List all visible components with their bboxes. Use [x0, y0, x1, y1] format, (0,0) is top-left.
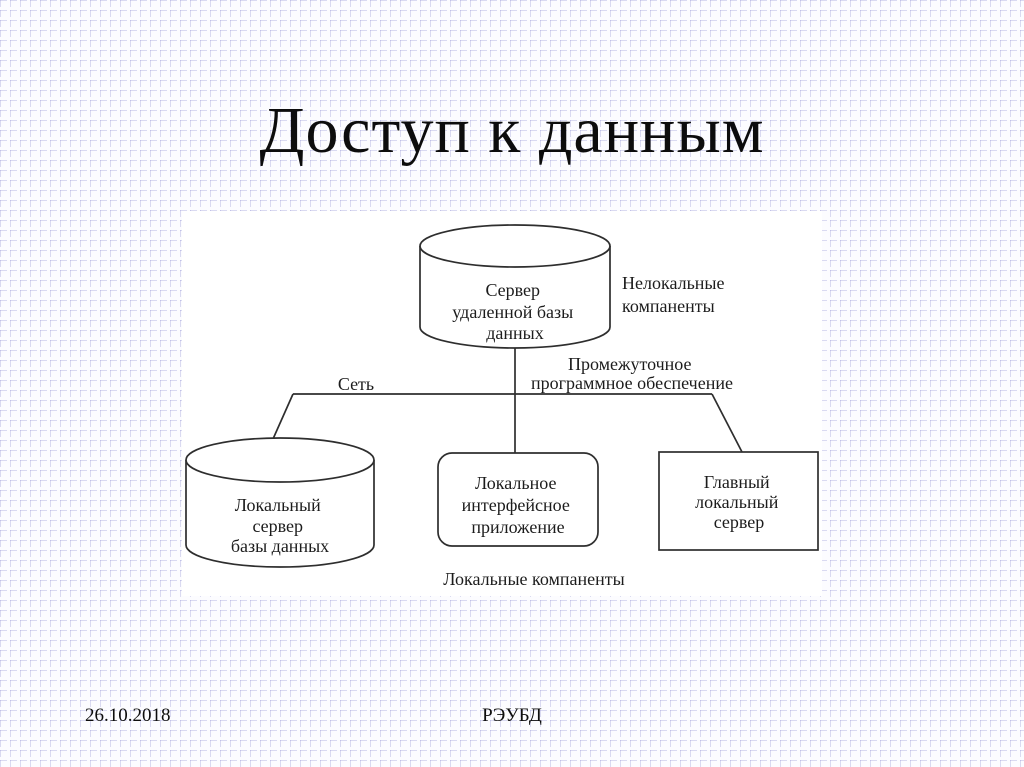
main-local-server-label: Главный локальный сервер: [695, 472, 783, 532]
slide-title: Доступ к данным: [259, 94, 765, 167]
remote-db-label: Сервер удаленной базы данных: [452, 280, 577, 343]
footer-date: 26.10.2018: [85, 705, 171, 726]
diagram-connectors: [272, 348, 743, 453]
box: [658, 451, 819, 551]
local-db-label: Локальный сервер базы данных: [231, 495, 329, 556]
local-interface-app-label: Локальное интерфейсное приложение: [462, 473, 575, 537]
diagram-panel: Сервер удаленной базы данных Нелокальные…: [182, 211, 822, 596]
cylinder-top: [185, 437, 375, 483]
network-right-branch-line: [711, 393, 743, 453]
nonlocal-components-label: Нелокальные компаненты: [622, 273, 729, 316]
rounded-box: [437, 452, 599, 547]
main-local-server-box: Главный локальный сервер: [658, 451, 819, 551]
cylinder-body: [419, 246, 611, 349]
local-interface-app-box: Локальное интерфейсное приложение: [437, 452, 599, 547]
data-access-diagram: Сервер удаленной базы данных Нелокальные…: [185, 224, 819, 589]
cylinder-body: [185, 460, 375, 568]
network-label: Сеть: [338, 374, 374, 394]
network-left-branch-line: [272, 393, 294, 440]
cylinder-top: [419, 224, 611, 268]
footer-org: РЭУБД: [482, 705, 542, 726]
middleware-label: Промежуточное программное обеспечение: [531, 354, 733, 393]
local-components-label: Локальные компаненты: [443, 569, 625, 589]
local-db-cylinder: Локальный сервер базы данных: [185, 437, 375, 568]
remote-db-cylinder: Сервер удаленной базы данных: [419, 224, 611, 349]
